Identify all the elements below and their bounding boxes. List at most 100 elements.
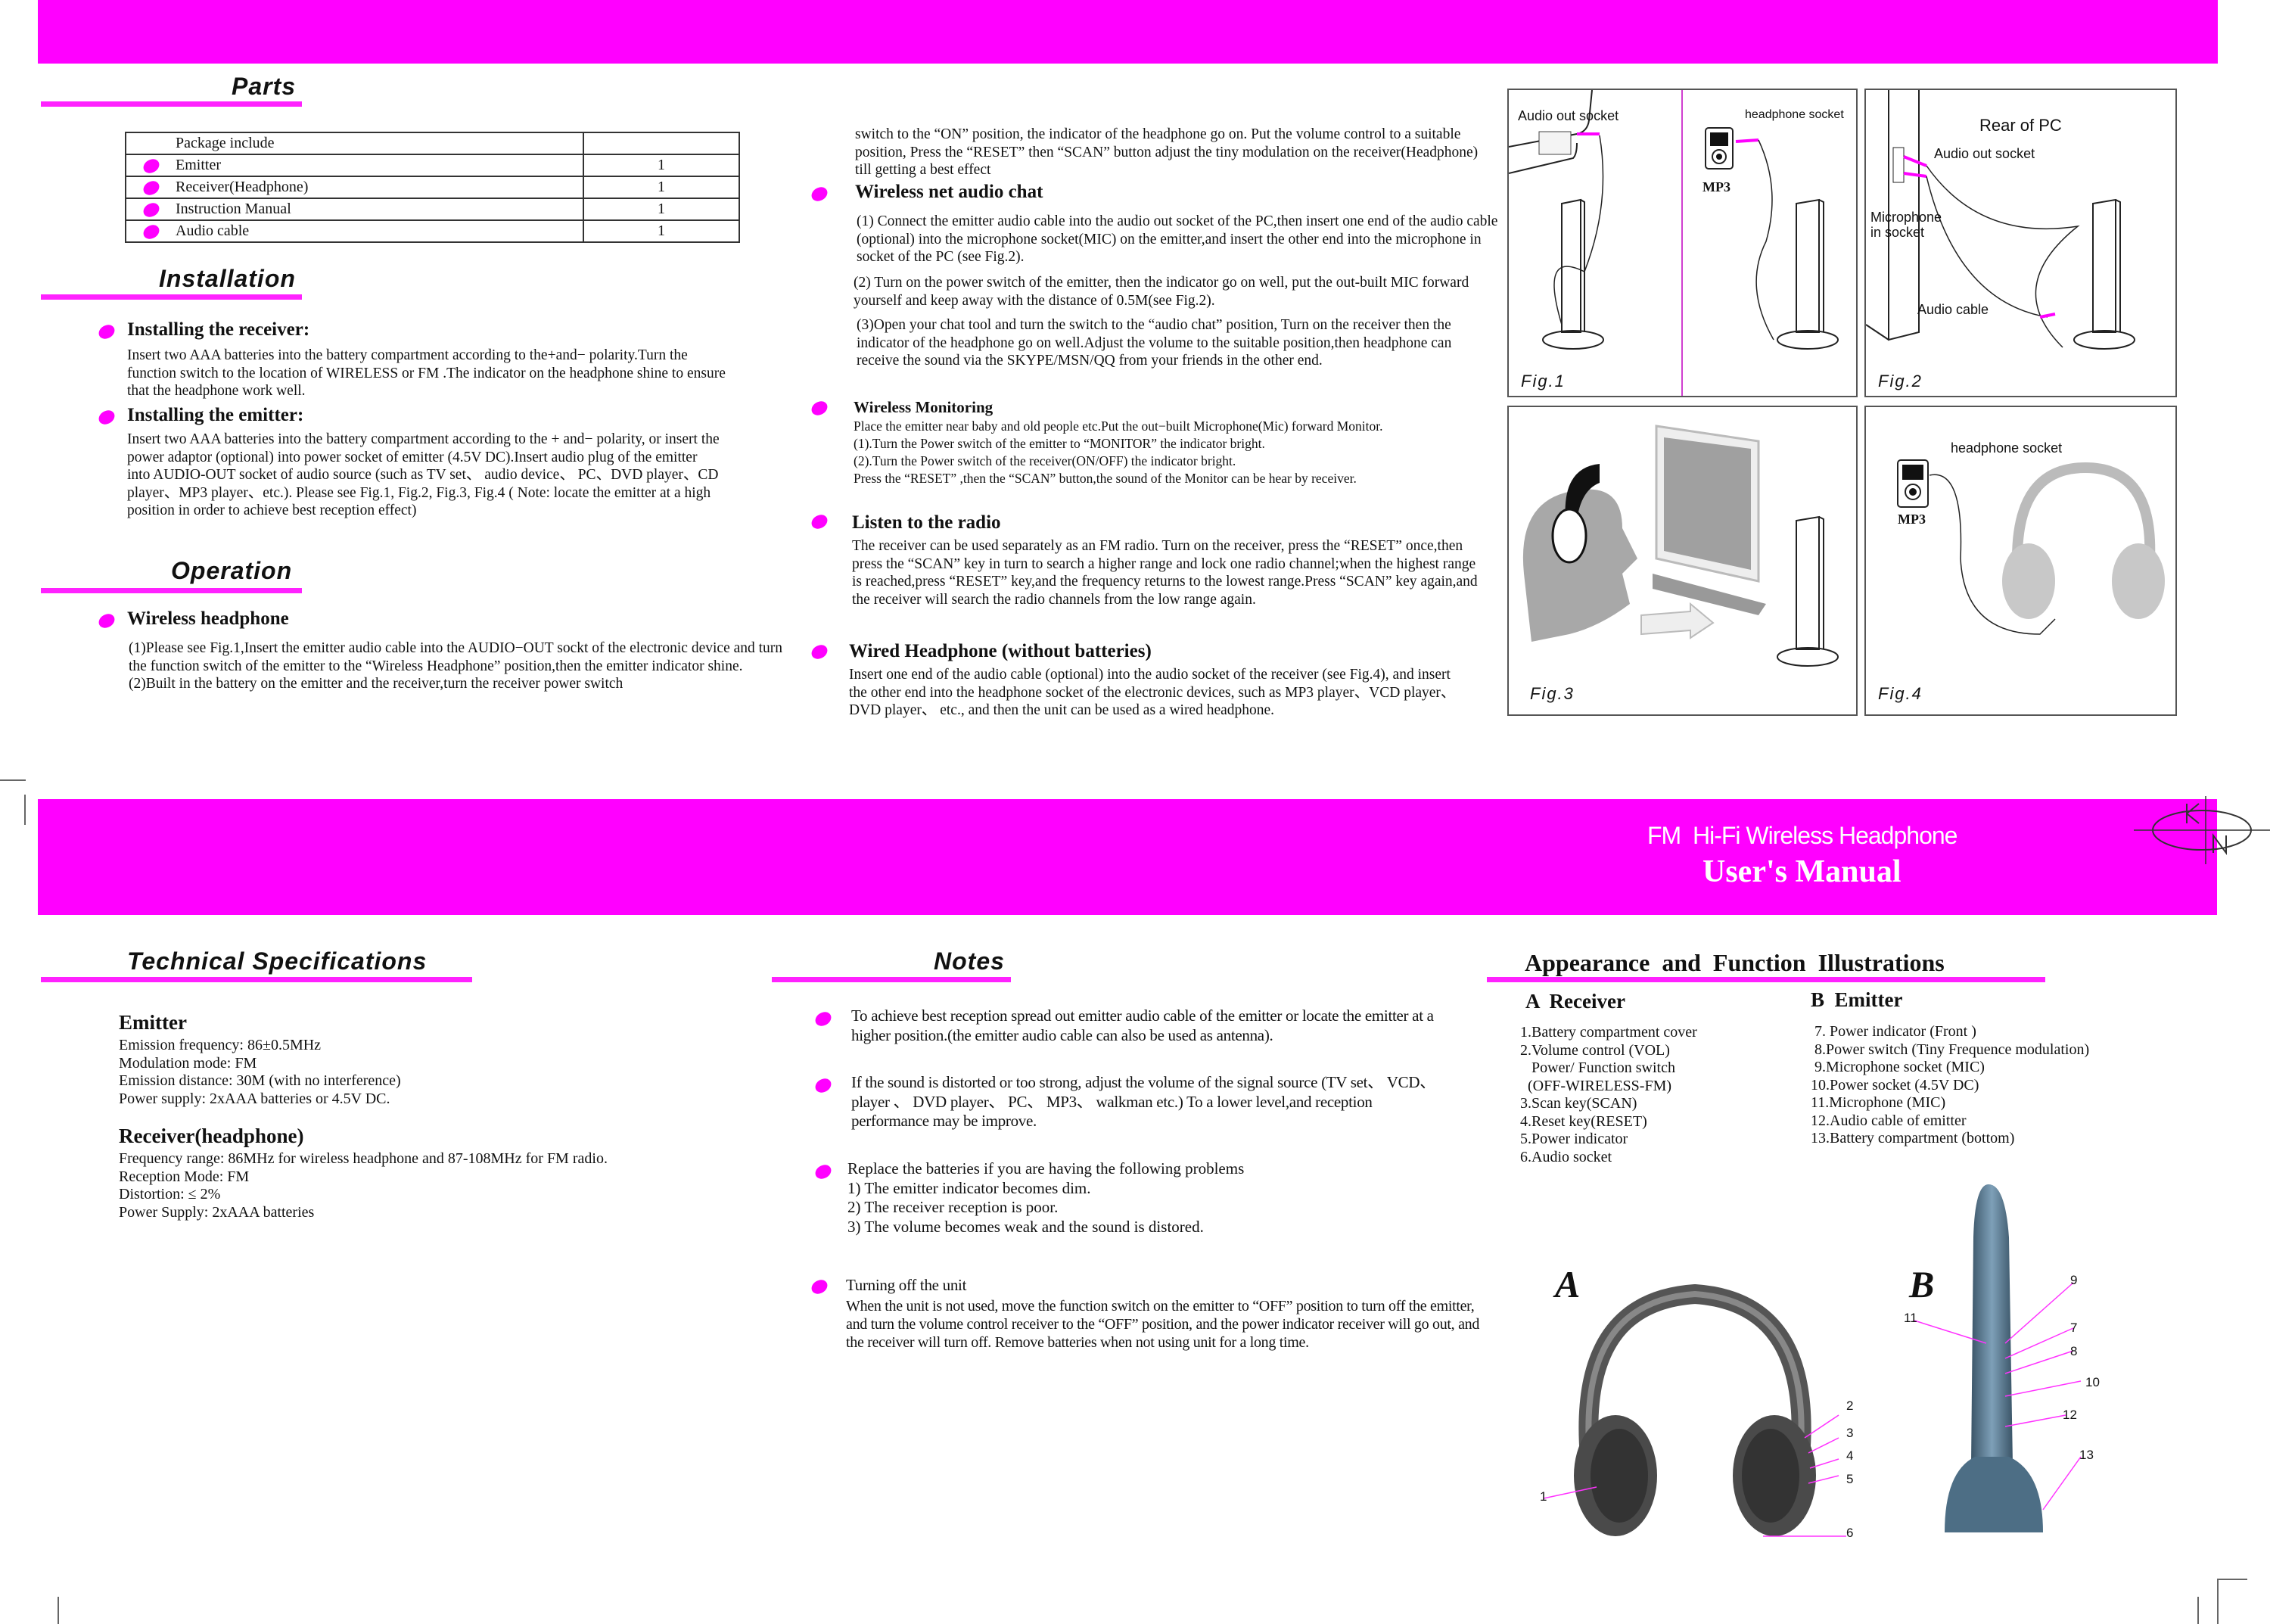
net-chat-step: (2) Turn on the power switch of the emit… [854, 275, 1469, 309]
bullet-icon [813, 1009, 834, 1029]
fig2-illustration [1866, 90, 2135, 350]
headphone-socket-label: headphone socket [1951, 440, 2063, 456]
bullet-icon [141, 178, 162, 198]
callout-label: 2 [1846, 1398, 1854, 1413]
spec-line: Reception Mode: FM [119, 1168, 250, 1185]
item-qty: 1 [583, 198, 740, 221]
item-qty: 1 [583, 219, 740, 243]
item-name: Audio cable [176, 222, 250, 239]
crop-mark [24, 795, 26, 825]
monitoring-heading: Wireless Monitoring [854, 398, 994, 416]
callout-label: 4 [1846, 1448, 1854, 1463]
spec-receiver-list: Frequency range: 86MHz for wireless head… [119, 1150, 608, 1221]
item-qty: 1 [583, 154, 740, 177]
title-underline [1487, 977, 2045, 982]
fig1-illustration [1509, 90, 1839, 396]
fig3-illustration [1522, 425, 1839, 667]
bullet-icon [809, 642, 830, 662]
audio-out-socket-label: Audio out socket [1518, 108, 1619, 123]
spec-line: Frequency range: 86MHz for wireless head… [119, 1150, 608, 1167]
spec-line: Power Supply: 2xAAA batteries [119, 1203, 315, 1221]
wireless-headphone-heading: Wireless headphone [127, 608, 289, 629]
notes-title: Notes [934, 947, 1005, 975]
installing-receiver-text: Insert two AAA batteries into the batter… [127, 347, 726, 399]
note-batteries: Replace the batteries if you are having … [847, 1159, 1245, 1236]
note-turn-off-text: When the unit is not used, move the func… [846, 1298, 1480, 1351]
wireless-headphone-text: (1)Please see Fig.1,Insert the emitter a… [129, 640, 783, 692]
emitter-parts-list: 7. Power indicator (Front ) 8.Power swit… [1811, 1023, 2090, 1146]
fig4-illustration [1897, 459, 2165, 635]
note-reception: To achieve best reception spread out emi… [851, 1006, 1434, 1044]
fig1-label: Fig.1 [1521, 372, 1566, 390]
title-underline [41, 101, 302, 107]
wired-heading: Wired Headphone (without batteries) [849, 641, 1152, 661]
cover-subtitle: FM Hi-Fi Wireless Headphone [1647, 822, 1957, 849]
title-underline [41, 977, 472, 982]
bullet-icon [813, 1162, 834, 1182]
emitter-letter: B [1909, 1263, 1935, 1305]
fig4-label: Fig.4 [1878, 684, 1923, 703]
callout-label: 7 [2070, 1321, 2078, 1335]
bullet-icon [96, 407, 117, 428]
top-band [38, 0, 2218, 64]
spec-line: Emission frequency: 86±0.5MHz [119, 1037, 322, 1053]
spec-line: Distortion: ≤ 2% [119, 1186, 221, 1202]
installing-emitter-text: Insert two AAA batteries into the batter… [127, 431, 720, 518]
brand-logo [2134, 796, 2270, 864]
spec-emitter-heading: Emitter [119, 1011, 187, 1034]
fig2-label: Fig.2 [1878, 372, 1923, 390]
wireless-headphone-continued: switch to the “ON” position, the indicat… [855, 126, 1479, 178]
crop-mark [2197, 1597, 2199, 1624]
receiver-letter: A [1555, 1263, 1581, 1305]
appearance-title: Appearance and Function Illustrations [1525, 949, 1945, 976]
callout-label: 13 [2079, 1448, 2094, 1462]
cover-title: User's Manual [1702, 854, 1902, 889]
figure-4: headphone socket MP3 Fig.4 [1864, 406, 2177, 716]
figure-3: Fig.3 [1507, 406, 1858, 716]
spec-emitter-list: Emission frequency: 86±0.5MHz Modulation… [119, 1037, 401, 1108]
specs-title: Technical Specifications [127, 947, 428, 975]
table-row: Instruction Manual 1 [125, 198, 740, 221]
crop-mark [2217, 1579, 2219, 1624]
spec-receiver-heading: Receiver(headphone) [119, 1125, 304, 1147]
item-name: Receiver(Headphone) [176, 179, 309, 195]
emitter-photo [1914, 1184, 2082, 1532]
note-turn-off-heading: Turning off the unit [846, 1276, 967, 1294]
figure-1: Audio out socket headphone socket MP3 Fi… [1507, 89, 1858, 397]
callout-label: 10 [2085, 1375, 2100, 1389]
radio-heading: Listen to the radio [852, 512, 1001, 533]
title-underline [41, 294, 302, 300]
bullet-icon [809, 1277, 830, 1297]
callout-label: 6 [1846, 1526, 1854, 1540]
parts-title: Parts [232, 73, 297, 100]
callout-label: 9 [2070, 1273, 2078, 1287]
headphone-photo [1543, 1283, 1846, 1537]
operation-title: Operation [171, 557, 293, 584]
net-chat-heading: Wireless net audio chat [855, 182, 1043, 202]
rear-of-pc-label: Rear of PC [1979, 116, 2062, 135]
bullet-icon [141, 200, 162, 220]
item-name: Instruction Manual [176, 201, 291, 217]
note-volume: If the sound is distorted or too strong,… [851, 1073, 1435, 1130]
mp3-label: MP3 [1898, 512, 1926, 527]
wired-text: Insert one end of the audio cable (optio… [849, 667, 1456, 718]
crop-mark [0, 779, 26, 781]
bullet-icon [96, 611, 117, 631]
bullet-icon [96, 322, 117, 342]
bullet-icon [809, 398, 830, 418]
bullet-icon [813, 1075, 834, 1096]
spec-line: Emission distance: 30M (with no interfer… [119, 1072, 401, 1089]
table-header: Package include [125, 132, 740, 155]
figure-2: Rear of PC Audio out socket Microphone i… [1864, 89, 2177, 397]
bullet-icon [809, 512, 830, 532]
net-chat-step: (1) Connect the emitter audio cable into… [857, 213, 1498, 265]
installing-receiver-heading: Installing the receiver: [127, 319, 310, 340]
audio-out-socket-label: Audio out socket [1934, 146, 2035, 161]
bullet-icon [809, 184, 830, 204]
monitoring-text: Place the emitter near baby and old peop… [854, 418, 1383, 486]
crop-mark [2217, 1579, 2247, 1580]
crop-mark [58, 1597, 59, 1624]
bullet-icon [141, 156, 162, 176]
